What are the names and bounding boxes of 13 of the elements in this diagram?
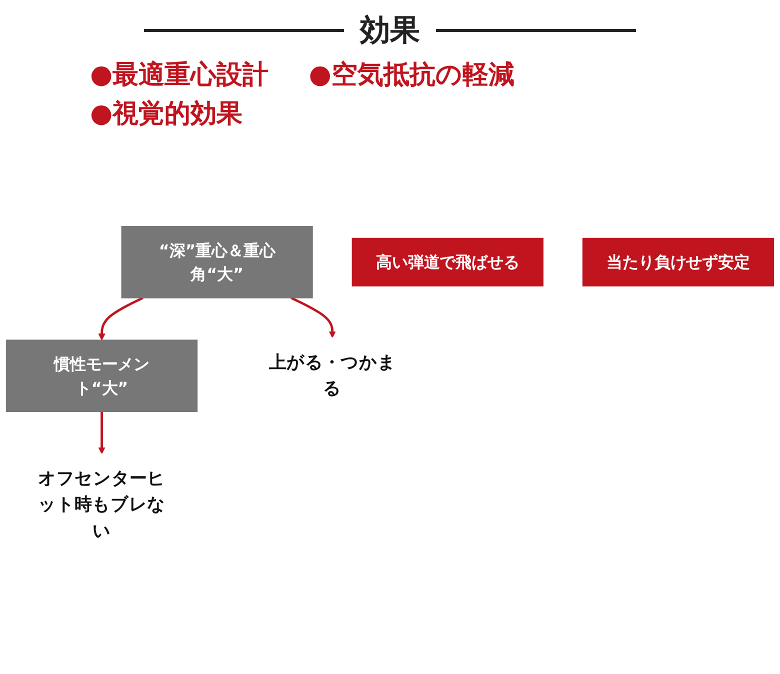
node-box: 慣性モーメント“大” (6, 339, 198, 412)
arrow (98, 411, 106, 454)
node-box: 高い弾道で飛ばせる (352, 238, 544, 286)
node-text: 上がる・つかまる (269, 352, 396, 399)
effect-item: ●空気抵抗の軽減 (308, 59, 514, 92)
node-text: オフセンターヒット時もブレない (38, 468, 166, 541)
effect-item: ●視覚的効果 (90, 98, 243, 131)
arrow (290, 296, 336, 338)
title: 効果 (360, 12, 420, 50)
arrow (98, 296, 144, 340)
effect-item: ●最適重心設計 (90, 59, 269, 92)
node-box: 当たり負けせず安定 (582, 238, 774, 286)
node-box: “深”重心＆重心角“大” (121, 226, 313, 298)
